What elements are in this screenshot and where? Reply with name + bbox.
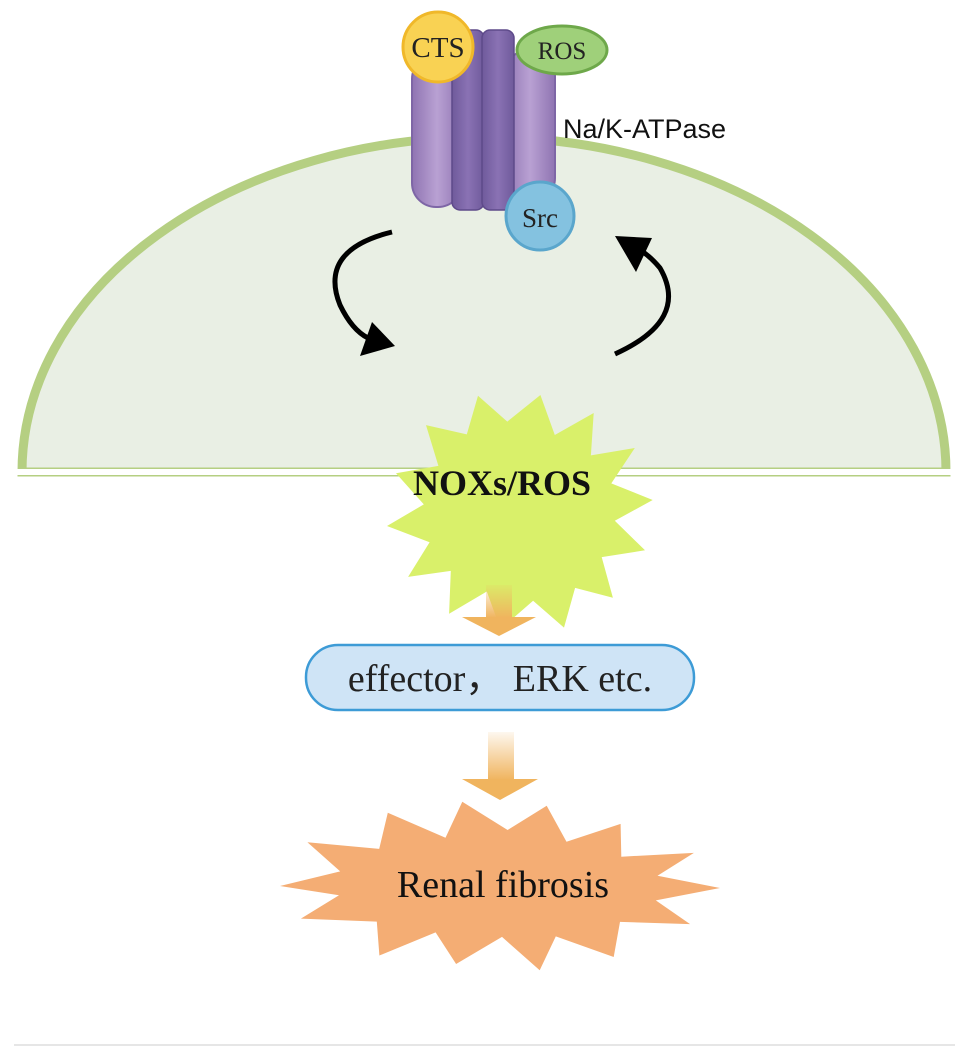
receptor-label: Na/K-ATPase xyxy=(563,114,726,144)
cycle-arrow-left xyxy=(332,229,395,356)
cts-label: CTS xyxy=(411,32,464,64)
src-label: Src xyxy=(522,203,558,233)
renal-fibrosis-label: Renal fibrosis xyxy=(397,864,609,906)
cts-ligand: CTS xyxy=(401,10,475,84)
down-arrow-1 xyxy=(462,585,536,636)
ros-ligand-label: ROS xyxy=(538,38,587,65)
noxs-ros-label: NOXs/ROS xyxy=(413,463,591,503)
src-kinase: Src xyxy=(504,180,576,252)
effector-label: effector， ERK etc. xyxy=(348,658,652,700)
down-arrow-2 xyxy=(462,732,538,800)
effector-node: effector， ERK etc. xyxy=(304,643,696,712)
ros-ligand: ROS xyxy=(515,24,609,76)
cycle-arrow-right xyxy=(613,236,671,357)
renal-fibrosis-burst xyxy=(280,801,720,971)
noxs-ros-burst xyxy=(387,395,653,630)
